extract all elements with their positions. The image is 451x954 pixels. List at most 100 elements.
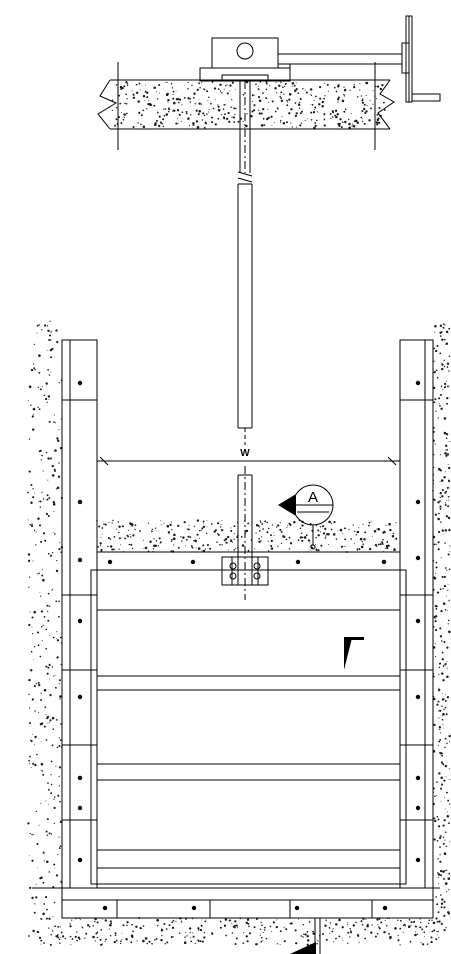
concrete-speckle bbox=[346, 922, 348, 924]
concrete-speckle bbox=[442, 679, 445, 682]
concrete-speckle bbox=[237, 927, 239, 929]
concrete-speckle bbox=[365, 110, 368, 113]
concrete-speckle bbox=[299, 97, 302, 101]
concrete-speckle bbox=[132, 96, 136, 99]
concrete-speckle bbox=[209, 547, 212, 550]
concrete-speckle bbox=[49, 693, 52, 697]
concrete-speckle bbox=[257, 88, 260, 91]
concrete-speckle bbox=[49, 320, 51, 322]
concrete-speckle bbox=[231, 81, 234, 84]
concrete-speckle bbox=[184, 936, 186, 938]
concrete-speckle bbox=[223, 924, 227, 927]
concrete-speckle bbox=[33, 911, 36, 914]
concrete-speckle bbox=[259, 81, 262, 83]
concrete-speckle bbox=[225, 537, 228, 541]
concrete-speckle bbox=[231, 99, 233, 101]
concrete-speckle bbox=[69, 925, 72, 928]
concrete-speckle bbox=[134, 528, 136, 531]
concrete-speckle bbox=[76, 932, 78, 934]
concrete-speckle bbox=[31, 859, 34, 862]
concrete-speckle bbox=[210, 102, 212, 105]
concrete-speckle bbox=[446, 814, 450, 818]
concrete-speckle bbox=[194, 103, 196, 105]
concrete-speckle bbox=[125, 103, 128, 105]
concrete-speckle bbox=[31, 896, 34, 900]
concrete-speckle bbox=[388, 522, 391, 526]
concrete-speckle bbox=[56, 437, 59, 440]
concrete-speckle bbox=[325, 535, 327, 537]
concrete-speckle bbox=[299, 112, 302, 115]
concrete-speckle bbox=[139, 83, 141, 85]
concrete-speckle bbox=[265, 81, 268, 83]
concrete-speckle bbox=[324, 527, 327, 531]
concrete-speckle bbox=[47, 666, 50, 669]
concrete-speckle bbox=[444, 882, 448, 885]
concrete-speckle bbox=[323, 83, 325, 84]
concrete-speckle bbox=[117, 521, 120, 523]
concrete-speckle bbox=[280, 542, 283, 544]
concrete-speckle bbox=[262, 931, 264, 933]
concrete-speckle bbox=[307, 931, 309, 932]
concrete-speckle bbox=[140, 927, 143, 930]
concrete-speckle bbox=[435, 615, 438, 618]
concrete-speckle bbox=[178, 932, 181, 934]
concrete-speckle bbox=[175, 122, 178, 125]
concrete-speckle bbox=[42, 498, 45, 500]
bolt-dot bbox=[77, 618, 83, 624]
concrete-speckle bbox=[283, 926, 285, 928]
concrete-speckle bbox=[329, 112, 332, 115]
concrete-speckle bbox=[189, 98, 192, 100]
concrete-speckle bbox=[108, 521, 110, 524]
concrete-speckle bbox=[233, 107, 236, 110]
concrete-speckle bbox=[232, 925, 235, 928]
concrete-speckle bbox=[299, 536, 303, 539]
concrete-speckle bbox=[377, 117, 380, 120]
concrete-speckle bbox=[276, 943, 278, 945]
concrete-speckle bbox=[289, 524, 292, 526]
concrete-speckle bbox=[167, 81, 168, 83]
concrete-speckle bbox=[50, 356, 53, 359]
concrete-speckle bbox=[341, 547, 342, 549]
concrete-speckle bbox=[265, 82, 268, 85]
concrete-speckle bbox=[439, 846, 441, 848]
concrete-speckle bbox=[47, 369, 49, 371]
concrete-speckle bbox=[444, 609, 447, 611]
concrete-speckle bbox=[325, 919, 327, 921]
concrete-speckle bbox=[58, 737, 60, 739]
concrete-speckle bbox=[438, 467, 441, 471]
concrete-speckle bbox=[372, 103, 374, 105]
concrete-speckle bbox=[434, 642, 436, 644]
concrete-speckle bbox=[275, 526, 278, 528]
concrete-speckle bbox=[190, 940, 193, 943]
concrete-speckle bbox=[356, 530, 360, 534]
concrete-speckle bbox=[324, 924, 327, 927]
concrete-speckle bbox=[441, 705, 443, 707]
concrete-speckle bbox=[298, 918, 299, 920]
concrete-speckle bbox=[51, 744, 54, 747]
concrete-speckle bbox=[162, 118, 165, 121]
concrete-speckle bbox=[203, 126, 206, 129]
concrete-speckle bbox=[46, 818, 49, 821]
concrete-speckle bbox=[262, 940, 264, 942]
concrete-speckle bbox=[130, 543, 133, 546]
concrete-speckle bbox=[350, 112, 352, 115]
concrete-speckle bbox=[283, 93, 285, 95]
concrete-speckle bbox=[196, 88, 199, 92]
concrete-speckle bbox=[52, 916, 54, 918]
concrete-speckle bbox=[199, 940, 202, 943]
concrete-speckle bbox=[29, 762, 31, 765]
concrete-speckle bbox=[440, 906, 443, 909]
concrete-speckle bbox=[321, 100, 324, 104]
concrete-speckle bbox=[299, 124, 302, 127]
concrete-speckle bbox=[45, 739, 48, 741]
concrete-speckle bbox=[33, 492, 35, 494]
concrete-speckle bbox=[48, 663, 51, 666]
concrete-speckle bbox=[235, 107, 237, 110]
concrete-speckle bbox=[407, 925, 411, 928]
concrete-speckle bbox=[382, 550, 384, 552]
concrete-speckle bbox=[122, 118, 125, 121]
concrete-speckle bbox=[295, 942, 298, 945]
concrete-speckle bbox=[31, 626, 33, 628]
concrete-speckle bbox=[444, 324, 446, 326]
concrete-speckle bbox=[447, 385, 449, 388]
